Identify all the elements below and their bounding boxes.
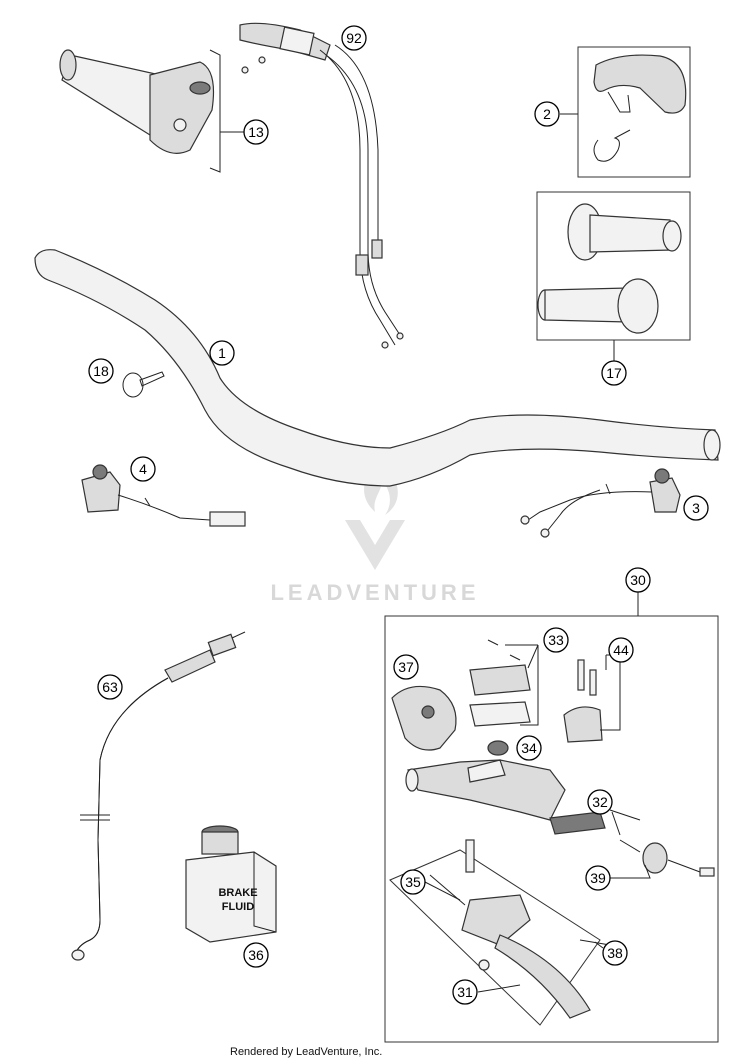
callout-39: 39 (585, 865, 611, 891)
callout-13: 13 (243, 119, 269, 145)
callout-3: 3 (683, 495, 709, 521)
right-switch-part (520, 468, 681, 538)
callout-1: 1 (209, 340, 235, 366)
cable-tie-part (122, 371, 165, 398)
brake-fluid-bottle-part: BRAKE FLUID (185, 825, 277, 943)
callout-2-label: 2 (543, 106, 551, 122)
callout-44-label: 44 (613, 642, 629, 658)
callout-38-label: 38 (607, 945, 623, 961)
callout-2: 2 (534, 101, 560, 127)
brake-fluid-label-line2: FLUID (222, 901, 254, 913)
callout-63-label: 63 (102, 679, 118, 695)
callout-30-label: 30 (630, 572, 646, 588)
callout-13-label: 13 (248, 124, 264, 140)
master-cylinder-parts (389, 639, 715, 1026)
brake-fluid-label-line1: BRAKE (218, 887, 257, 899)
callout-34: 34 (516, 735, 542, 761)
left-switch-part (81, 464, 246, 527)
callout-30: 30 (625, 567, 651, 593)
master-cylinder-frame (384, 592, 719, 1043)
watermark-text: LEADVENTURE (270, 580, 479, 605)
callout-4: 4 (130, 456, 156, 482)
callout-1-label: 1 (218, 345, 226, 361)
callout-leaders (220, 113, 651, 993)
throttle-grip-part (59, 49, 221, 173)
callout-35-label: 35 (405, 874, 421, 890)
callout-37: 37 (393, 654, 419, 680)
callout-44: 44 (608, 637, 634, 663)
callout-33: 33 (543, 627, 569, 653)
callout-32: 32 (587, 789, 613, 815)
callout-92: 92 (341, 25, 367, 51)
handlebar-part (34, 249, 721, 487)
callout-3-label: 3 (692, 500, 700, 516)
callout-39-label: 39 (590, 870, 606, 886)
callouts: 92 13 2 17 1 18 4 3 30 63 33 44 37 34 32… (88, 25, 709, 1005)
callout-37-label: 37 (398, 659, 414, 675)
watermark: LEADVENTURE (270, 462, 479, 605)
callout-38: 38 (602, 940, 628, 966)
bar-pad-part (577, 46, 691, 178)
callout-92-label: 92 (346, 30, 362, 46)
callout-31-label: 31 (457, 984, 473, 1000)
grips-part (536, 191, 691, 362)
callout-36-label: 36 (248, 947, 264, 963)
callout-18: 18 (88, 358, 114, 384)
callout-35: 35 (400, 869, 426, 895)
callout-32-label: 32 (592, 794, 608, 810)
callout-36: 36 (243, 942, 269, 968)
callout-63: 63 (97, 674, 123, 700)
callout-34-label: 34 (521, 740, 537, 756)
callout-33-label: 33 (548, 632, 564, 648)
callout-4-label: 4 (139, 461, 147, 477)
callout-31: 31 (452, 979, 478, 1005)
callout-17: 17 (601, 360, 627, 386)
callout-17-label: 17 (606, 365, 622, 381)
footer-credit: Rendered by LeadVenture, Inc. (230, 1046, 383, 1058)
brake-line-part (71, 631, 246, 961)
throttle-cables-part (239, 22, 404, 349)
callout-18-label: 18 (93, 363, 109, 379)
